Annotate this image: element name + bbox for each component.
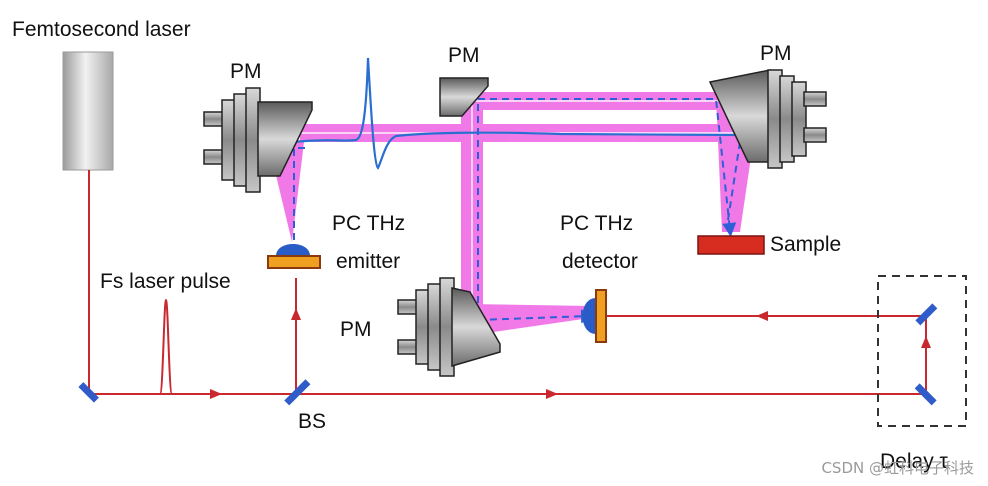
pm-top: [439, 77, 489, 117]
sample: [697, 235, 765, 255]
fs-laser-pulse: [150, 298, 182, 395]
pm-right: [708, 69, 827, 169]
pc-thz-detector: [582, 289, 607, 343]
emitter-base: [267, 255, 321, 269]
label-pm-left: PM: [230, 60, 262, 83]
label-emitter-line1: PC THz: [332, 212, 406, 235]
beam-splitter: [284, 379, 311, 406]
pc-thz-emitter: [267, 244, 321, 269]
watermark: CSDN @虹科电子科技: [821, 459, 974, 477]
label-emitter-line2: emitter: [336, 250, 401, 273]
label-pm-bottom: PM: [340, 318, 372, 341]
label-pm-right: PM: [760, 42, 792, 65]
femtosecond-laser: [62, 51, 114, 171]
label-detector-line2: detector: [562, 250, 638, 273]
thz-waveform: [291, 57, 741, 170]
label-detector-line1: PC THz: [560, 212, 634, 235]
mirrors: [78, 303, 938, 406]
mirror-delay-bottom: [914, 383, 937, 406]
label-delay: Delay τ: [880, 450, 948, 473]
label-bs: BS: [298, 410, 327, 433]
detector-base: [595, 289, 607, 343]
label-femtosecond-laser: Femtosecond laser: [12, 18, 191, 41]
mirror-bottom-left: [78, 382, 99, 403]
mirror-delay-top: [915, 303, 938, 326]
laser-arrows: [210, 308, 931, 399]
label-pm-top: PM: [448, 44, 480, 67]
label-sample: Sample: [770, 233, 842, 256]
delay-stage-box: [877, 275, 967, 427]
pm-left: [203, 87, 313, 193]
pm-bottom: [397, 277, 501, 377]
emitter-lens: [276, 244, 310, 256]
detector-lens: [582, 298, 596, 334]
label-fs-laser-pulse: Fs laser pulse: [100, 270, 231, 293]
